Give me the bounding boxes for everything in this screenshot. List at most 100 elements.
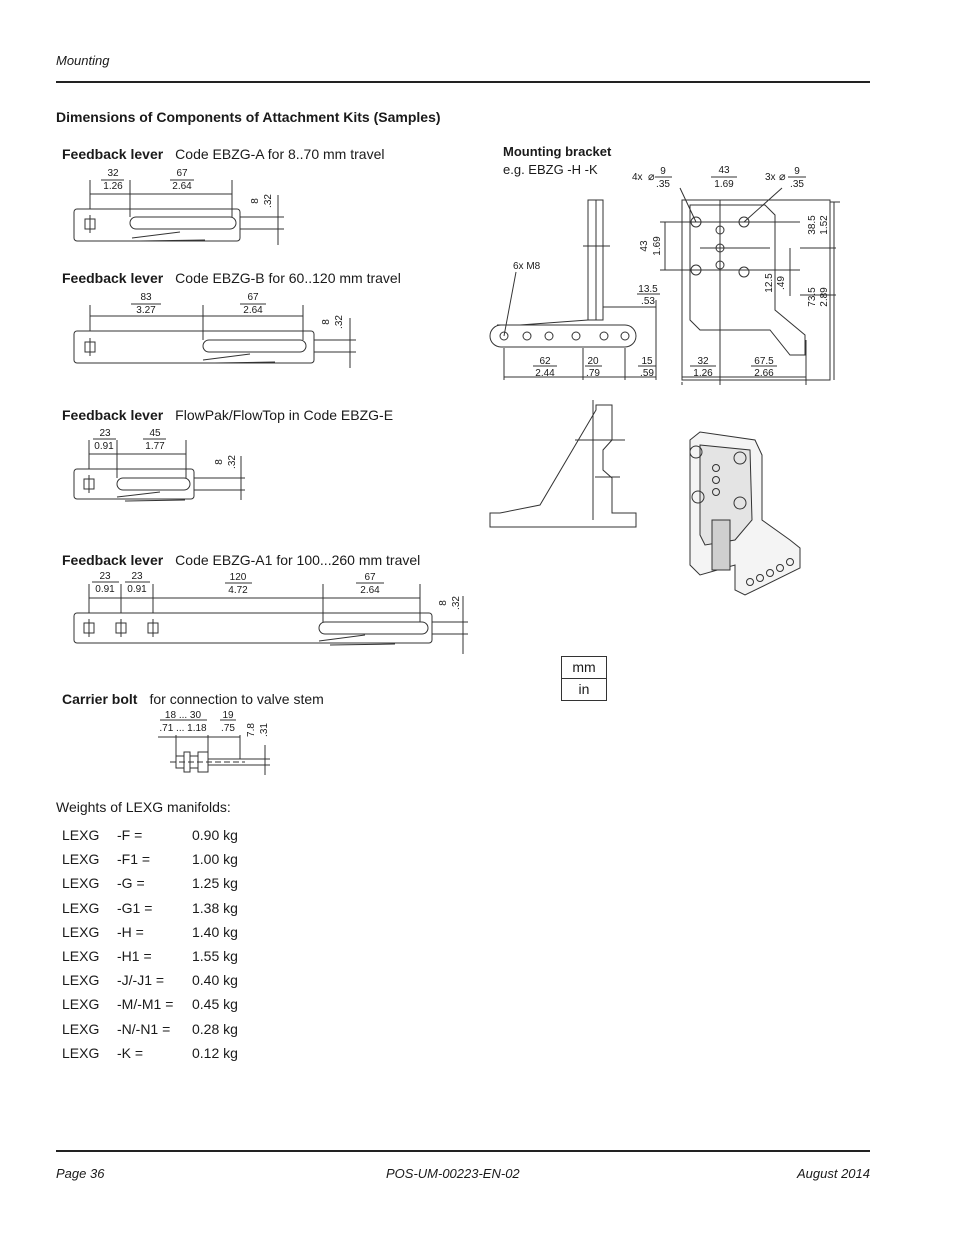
lever-e-dim1-mm: 23 <box>99 428 111 439</box>
units-legend: mm in <box>561 656 607 701</box>
lever-a1-name: Feedback lever <box>62 552 164 568</box>
lever-a-dim1-mm: 32 <box>107 168 119 179</box>
bracket-d15-mm: 15 <box>641 356 653 367</box>
lever-a1-h-in: .32 <box>451 596 462 610</box>
lever-e-h-mm: 8 <box>214 459 225 465</box>
bracket-d32-in: 1.26 <box>693 368 713 379</box>
weight-code: -M/-M1 = <box>117 996 174 1013</box>
footer-page: Page 36 <box>56 1166 105 1181</box>
weight-model: LEXG <box>62 948 100 965</box>
units-in: in <box>562 678 606 700</box>
weight-value: 1.55 kg <box>192 948 238 965</box>
carrier-bolt-desc: for connection to valve stem <box>149 691 324 707</box>
carrier-bolt-dim1-in: .71 ... 1.18 <box>159 723 207 734</box>
lever-a-desc: Code EBZG-A for 8..70 mm travel <box>175 146 385 162</box>
weight-code: -N/-N1 = <box>117 1020 171 1037</box>
lever-b-desc: Code EBZG-B for 60..120 mm travel <box>175 270 401 286</box>
weights-title: Weights of LEXG manifolds: <box>56 799 231 815</box>
weight-code: -G = <box>117 875 145 892</box>
bracket-d675-in: 2.66 <box>754 368 774 379</box>
bracket-holes-a: 4x <box>632 172 643 183</box>
lever-a1-dim1-mm: 23 <box>99 571 111 582</box>
section-title: Dimensions of Components of Attachment K… <box>56 109 441 125</box>
bracket-diameter-a-icon: ⌀ <box>648 171 655 183</box>
footer-doc-number: POS-UM-00223-EN-02 <box>386 1166 520 1181</box>
lever-a-dim1-in: 1.26 <box>103 181 123 192</box>
bracket-d15-in: .59 <box>640 368 654 379</box>
footer-rule <box>56 1150 870 1152</box>
bracket-vert43-mm: 43 <box>639 240 650 252</box>
lever-e-dim2-mm: 45 <box>149 428 161 439</box>
lever-a-h-in: .32 <box>263 194 274 208</box>
lever-a1-dim4-mm: 67 <box>364 572 376 583</box>
weights-row: LEXG-F1 =1.00 kg <box>57 847 243 871</box>
bracket-d675-mm: 67.5 <box>754 356 774 367</box>
lever-b-name: Feedback lever <box>62 270 164 286</box>
weight-value: 0.40 kg <box>192 972 238 989</box>
carrier-bolt-dim1-mm: 18 ... 30 <box>165 710 202 721</box>
weight-code: -J/-J1 = <box>117 972 165 989</box>
lever-b-dim2-mm: 67 <box>247 292 259 303</box>
weight-code: -F1 = <box>117 851 151 868</box>
lever-a-name: Feedback lever <box>62 146 164 162</box>
lever-a1-dim4-in: 2.64 <box>360 585 380 596</box>
bracket-d735-mm: 73.5 <box>807 287 818 307</box>
weight-value: 0.28 kg <box>192 1020 238 1037</box>
running-header: Mounting <box>56 53 110 68</box>
weight-value: 1.38 kg <box>192 899 238 916</box>
lever-e-dim1-in: 0.91 <box>94 441 114 452</box>
bracket-d385-in: 1.52 <box>819 215 830 235</box>
weight-model: LEXG <box>62 875 100 892</box>
bracket-d62-in: 2.44 <box>535 368 555 379</box>
carrier-bolt-dim2-mm: 19 <box>222 710 234 721</box>
lever-a-dim2-mm: 67 <box>176 168 188 179</box>
weights-row: LEXG-G =1.25 kg <box>57 871 243 895</box>
weight-value: 1.40 kg <box>192 923 238 940</box>
weights-row: LEXG-G1 =1.38 kg <box>57 896 243 920</box>
bracket-hole-b-in: .35 <box>790 179 804 190</box>
lever-e-name: Feedback lever <box>62 407 164 423</box>
lever-a-dim2-in: 2.64 <box>172 181 192 192</box>
carrier-bolt-dia-mm: 7.8 <box>246 723 257 737</box>
weight-code: -H = <box>117 923 144 940</box>
lever-a1-dim3-in: 4.72 <box>228 585 248 596</box>
weight-model: LEXG <box>62 899 100 916</box>
weight-value: 0.90 kg <box>192 827 238 844</box>
carrier-bolt-dia-in: .31 <box>259 723 270 737</box>
bracket-hole-a-mm: 9 <box>660 166 666 177</box>
weights-row: LEXG-F =0.90 kg <box>57 823 243 847</box>
bracket-holes-b: 3x <box>765 172 776 183</box>
weights-row: LEXG-N/-N1 =0.28 kg <box>57 1017 243 1041</box>
bracket-d735-in: 2.89 <box>819 287 830 307</box>
weights-row: LEXG -M/-M1 = 0.45 kg <box>57 992 243 1016</box>
lever-b-dim2-in: 2.64 <box>243 305 263 316</box>
bracket-diameter-b-icon: ⌀ <box>779 171 786 183</box>
bracket-d20-in: .79 <box>586 368 600 379</box>
bracket-d20-mm: 20 <box>587 356 599 367</box>
bracket-vert43-in: 1.69 <box>652 236 663 256</box>
lever-b-h-in: .32 <box>334 315 345 329</box>
bracket-title: Mounting bracket <box>503 144 612 159</box>
bracket-d32-mm: 32 <box>697 356 709 367</box>
lever-a-h-mm: 8 <box>250 198 261 204</box>
lever-a-label: Feedback lever Code EBZG-A for 8..70 mm t… <box>62 146 384 162</box>
weights-row: LEXG-K =0.12 kg <box>57 1041 243 1065</box>
bracket-top-width-mm: 43 <box>718 165 730 176</box>
weight-model: LEXG <box>62 996 100 1013</box>
header-rule <box>56 81 870 83</box>
weights-row: LEXG-J/-J1 =0.40 kg <box>57 968 243 992</box>
lever-a1-dim1-in: 0.91 <box>95 584 115 595</box>
weight-model: LEXG <box>62 827 100 844</box>
weight-value: 0.45 kg <box>192 996 238 1013</box>
bracket-d385-mm: 38.5 <box>807 215 818 235</box>
bracket-hole-b-mm: 9 <box>794 166 800 177</box>
bracket-subtitle: e.g. EBZG -H -K <box>503 162 598 177</box>
